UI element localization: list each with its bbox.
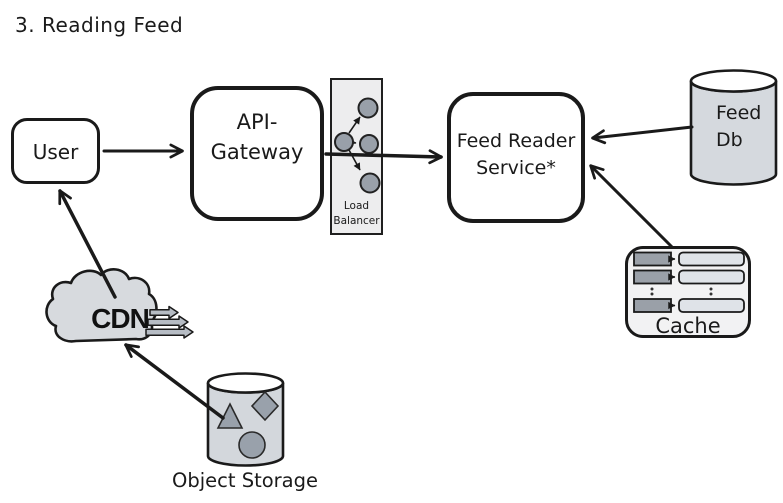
feed-db-label-line2: Db bbox=[716, 129, 743, 151]
cdn-label: CDN bbox=[91, 303, 150, 334]
arrow-feed-db-to-feed-reader bbox=[591, 125, 694, 145]
cache-label: Cache bbox=[655, 314, 721, 338]
feed-db-label: Feed Db bbox=[716, 100, 776, 154]
api-gateway-label-line2: Gateway bbox=[210, 140, 304, 164]
diagram-title: 3. Reading Feed bbox=[15, 13, 184, 37]
diamond-icon bbox=[250, 390, 280, 422]
arrow-cdn-to-user bbox=[58, 189, 117, 299]
feed-db-label-line1: Feed bbox=[716, 102, 762, 124]
load-balancer-label-line1: Load bbox=[343, 200, 370, 212]
feed-reader-label-line2: Service* bbox=[476, 157, 556, 179]
arrow-object-storage-to-cdn bbox=[124, 343, 225, 420]
user-label: User bbox=[32, 140, 79, 164]
api-gateway-label: API- Gateway bbox=[190, 107, 324, 167]
circle-icon bbox=[238, 431, 266, 459]
user-node bbox=[11, 118, 100, 184]
object-storage-bucket-icon bbox=[206, 372, 285, 467]
feed-reader-service-node bbox=[447, 92, 585, 223]
api-gateway-node bbox=[190, 86, 324, 221]
arrow-cache-to-feed-reader bbox=[589, 164, 674, 249]
object-storage-label: Object Storage bbox=[171, 469, 318, 492]
api-gateway-label-line1: API- bbox=[236, 110, 278, 134]
triangle-icon bbox=[216, 402, 244, 429]
feed-reader-service-label: Feed Reader Service* bbox=[447, 128, 585, 182]
load-balancer-label: Load Balancer bbox=[330, 199, 383, 228]
load-balancer-label-line2: Balancer bbox=[333, 214, 380, 227]
feed-reader-label-line1: Feed Reader bbox=[456, 130, 576, 152]
